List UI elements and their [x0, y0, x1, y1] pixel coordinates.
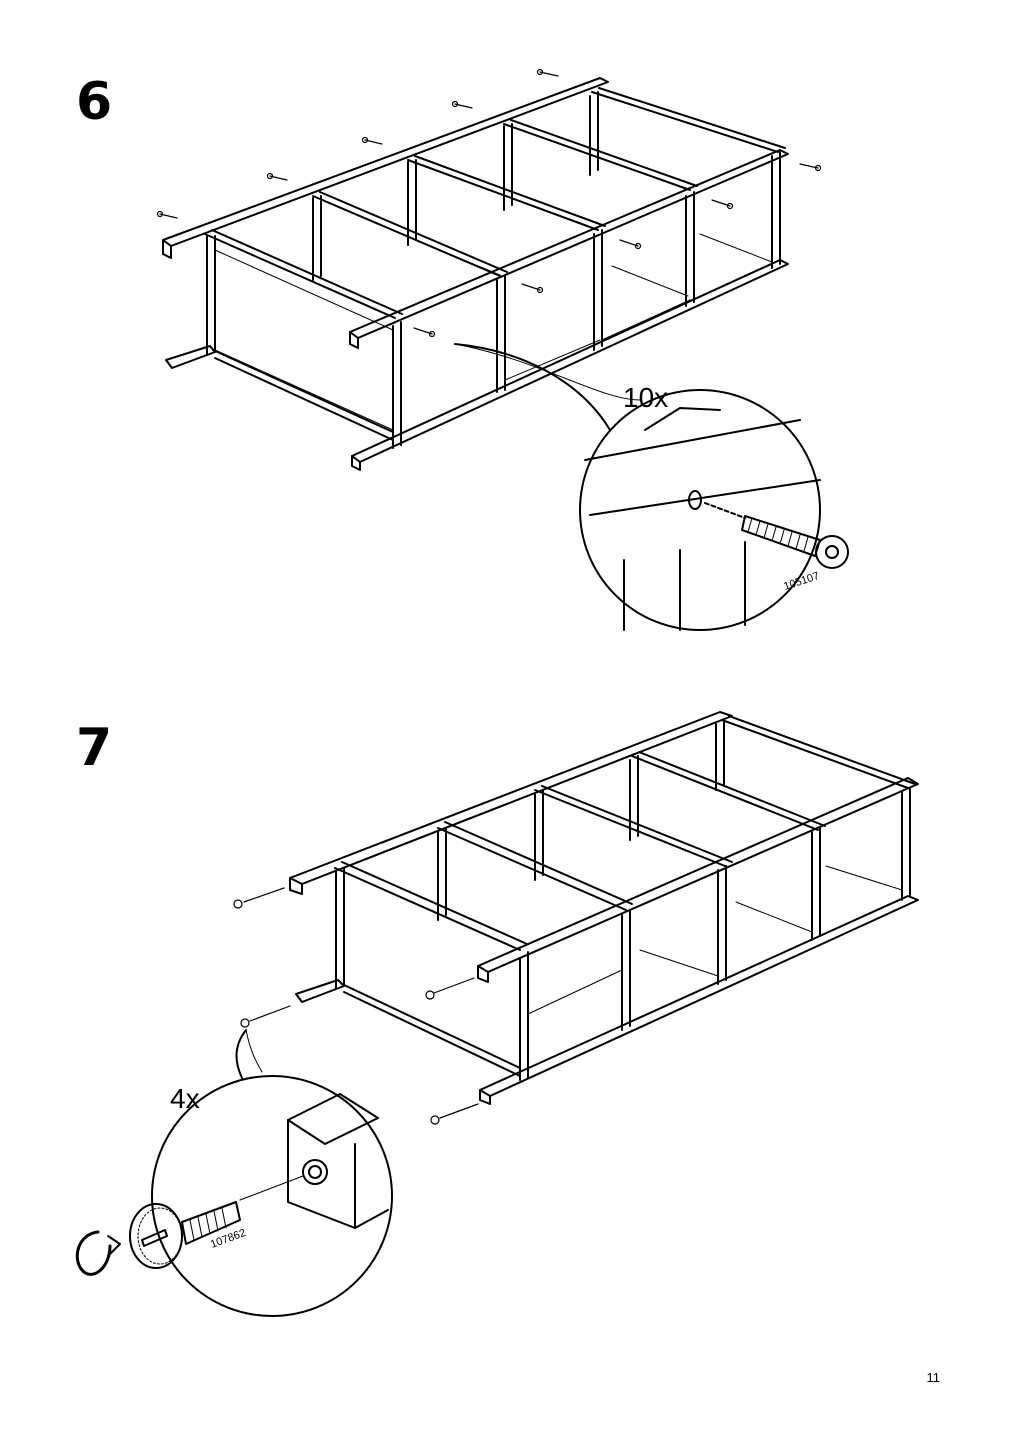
rotate-arrow-icon [75, 1230, 121, 1276]
step-6-frame-illustration [162, 77, 789, 471]
step-6-number: 6 [76, 72, 113, 132]
step-7-quantity-label: 4x [170, 1083, 200, 1114]
step-7-number: 7 [76, 718, 113, 778]
page-number: 11 [926, 1370, 941, 1385]
step-6-detail-callout [454, 343, 849, 631]
step-6-screw-icons [156, 68, 822, 338]
step-7-detail-callout [75, 1029, 393, 1317]
step-7-foot-icons [233, 887, 479, 1125]
adjustable-foot-107862-icon [129, 1201, 241, 1269]
step-6-quantity-label: 10x [623, 382, 668, 413]
step-7-frame-illustration [289, 711, 919, 1105]
bolt-105107-icon [741, 515, 849, 569]
